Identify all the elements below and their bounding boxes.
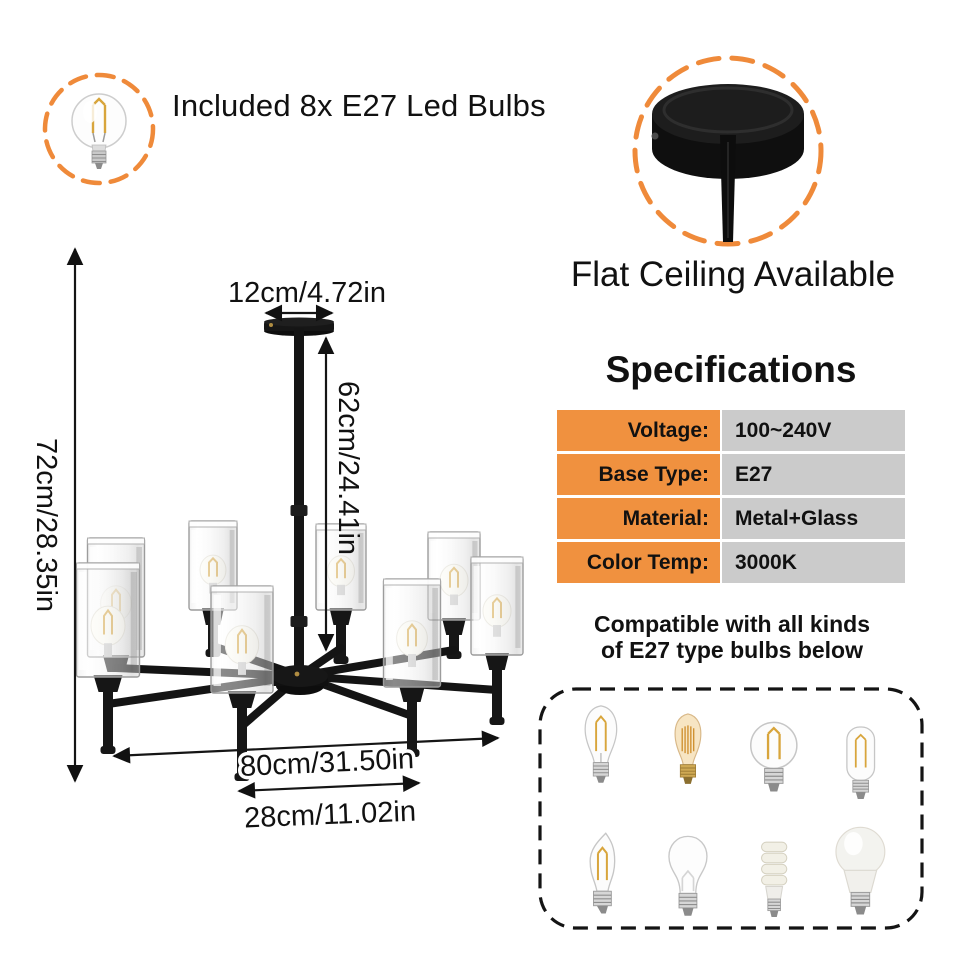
bulb-cell <box>645 809 732 919</box>
canopy-width-label: 12cm/4.72in <box>228 277 386 309</box>
glass-shade <box>210 585 274 781</box>
dashed-circle <box>632 55 824 247</box>
candle-flame-filament-bulb-icon <box>589 832 616 914</box>
bulb-cell <box>731 809 818 919</box>
ceiling-plate <box>264 317 334 336</box>
a60-frosted-led-bulb-icon <box>835 826 886 915</box>
spec-value: 100~240V <box>722 410 905 451</box>
glass-shade <box>86 537 146 672</box>
center-hub <box>272 665 328 695</box>
included-bulbs-badge <box>42 72 156 186</box>
spiral-cfl-bulb-icon <box>761 841 788 917</box>
spec-label: Base Type: <box>557 454 720 495</box>
spec-row-voltage: Voltage: 100~240V <box>557 410 905 451</box>
dimension-annotations <box>66 247 500 799</box>
compatibility-heading-line2: of E27 type bulbs below <box>601 637 863 663</box>
compatible-bulbs-box <box>538 687 924 930</box>
globe-filament-bulb-icon <box>71 93 127 169</box>
st64-filament-bulb-icon <box>584 704 618 783</box>
dashed-circle <box>42 72 156 186</box>
glass-shade <box>427 531 481 659</box>
spec-row-color-temp: Color Temp: 3000K <box>557 542 905 583</box>
spec-row-base-type: Base Type: E27 <box>557 454 905 495</box>
g80-filament-bulb-icon <box>750 721 799 791</box>
specifications-table: Voltage: 100~240V Base Type: E27 Materia… <box>557 410 905 583</box>
total-width-label: 80cm/31.50in <box>239 743 414 783</box>
spec-label: Voltage: <box>557 410 720 451</box>
inner-width-arrow <box>237 775 421 799</box>
chandelier-arms <box>104 642 501 730</box>
spec-value: Metal+Glass <box>722 498 905 539</box>
glass-shade <box>315 523 367 664</box>
glass-shade <box>75 562 141 754</box>
glass-shade <box>470 556 524 725</box>
specifications-title: Specifications <box>605 349 857 390</box>
flat-ceiling-label: Flat Ceiling Available <box>570 255 896 294</box>
bulb-cell <box>818 693 905 803</box>
spec-row-material: Material: Metal+Glass <box>557 498 905 539</box>
bulb-grid <box>558 693 904 918</box>
ceiling-canopy-icon <box>651 84 804 242</box>
spec-value: 3000K <box>722 542 905 583</box>
spec-label: Color Temp: <box>557 542 720 583</box>
glass-shade <box>382 578 442 757</box>
st58-edison-amber-bulb-icon <box>674 712 702 784</box>
hanging-rod <box>290 328 308 670</box>
flat-ceiling-badge <box>632 55 824 247</box>
total-height-label: 72cm/28.35in <box>30 438 62 612</box>
glass-shade <box>188 520 238 657</box>
spec-label: Material: <box>557 498 720 539</box>
t45-tubular-filament-bulb-icon <box>846 725 876 799</box>
chandelier-drawing <box>75 317 524 781</box>
spec-value: E27 <box>722 454 905 495</box>
bulb-cell <box>731 693 818 803</box>
bulb-cell <box>558 809 645 919</box>
bulb-cell <box>818 809 905 919</box>
inner-width-label: 28cm/11.02in <box>243 796 416 835</box>
dashed-box-border <box>538 687 924 930</box>
bulb-cell <box>645 693 732 803</box>
compatibility-heading: Compatible with all kinds of E27 type bu… <box>536 611 928 663</box>
total-width-arrow <box>112 730 500 764</box>
compatibility-heading-line1: Compatible with all kinds <box>593 611 871 637</box>
a60-clear-bulb-icon <box>668 835 708 916</box>
included-bulbs-label: Included 8x E27 Led Bulbs <box>172 88 546 123</box>
bulb-cell <box>558 693 645 803</box>
rod-length-label: 62cm/24.41in <box>332 381 364 555</box>
